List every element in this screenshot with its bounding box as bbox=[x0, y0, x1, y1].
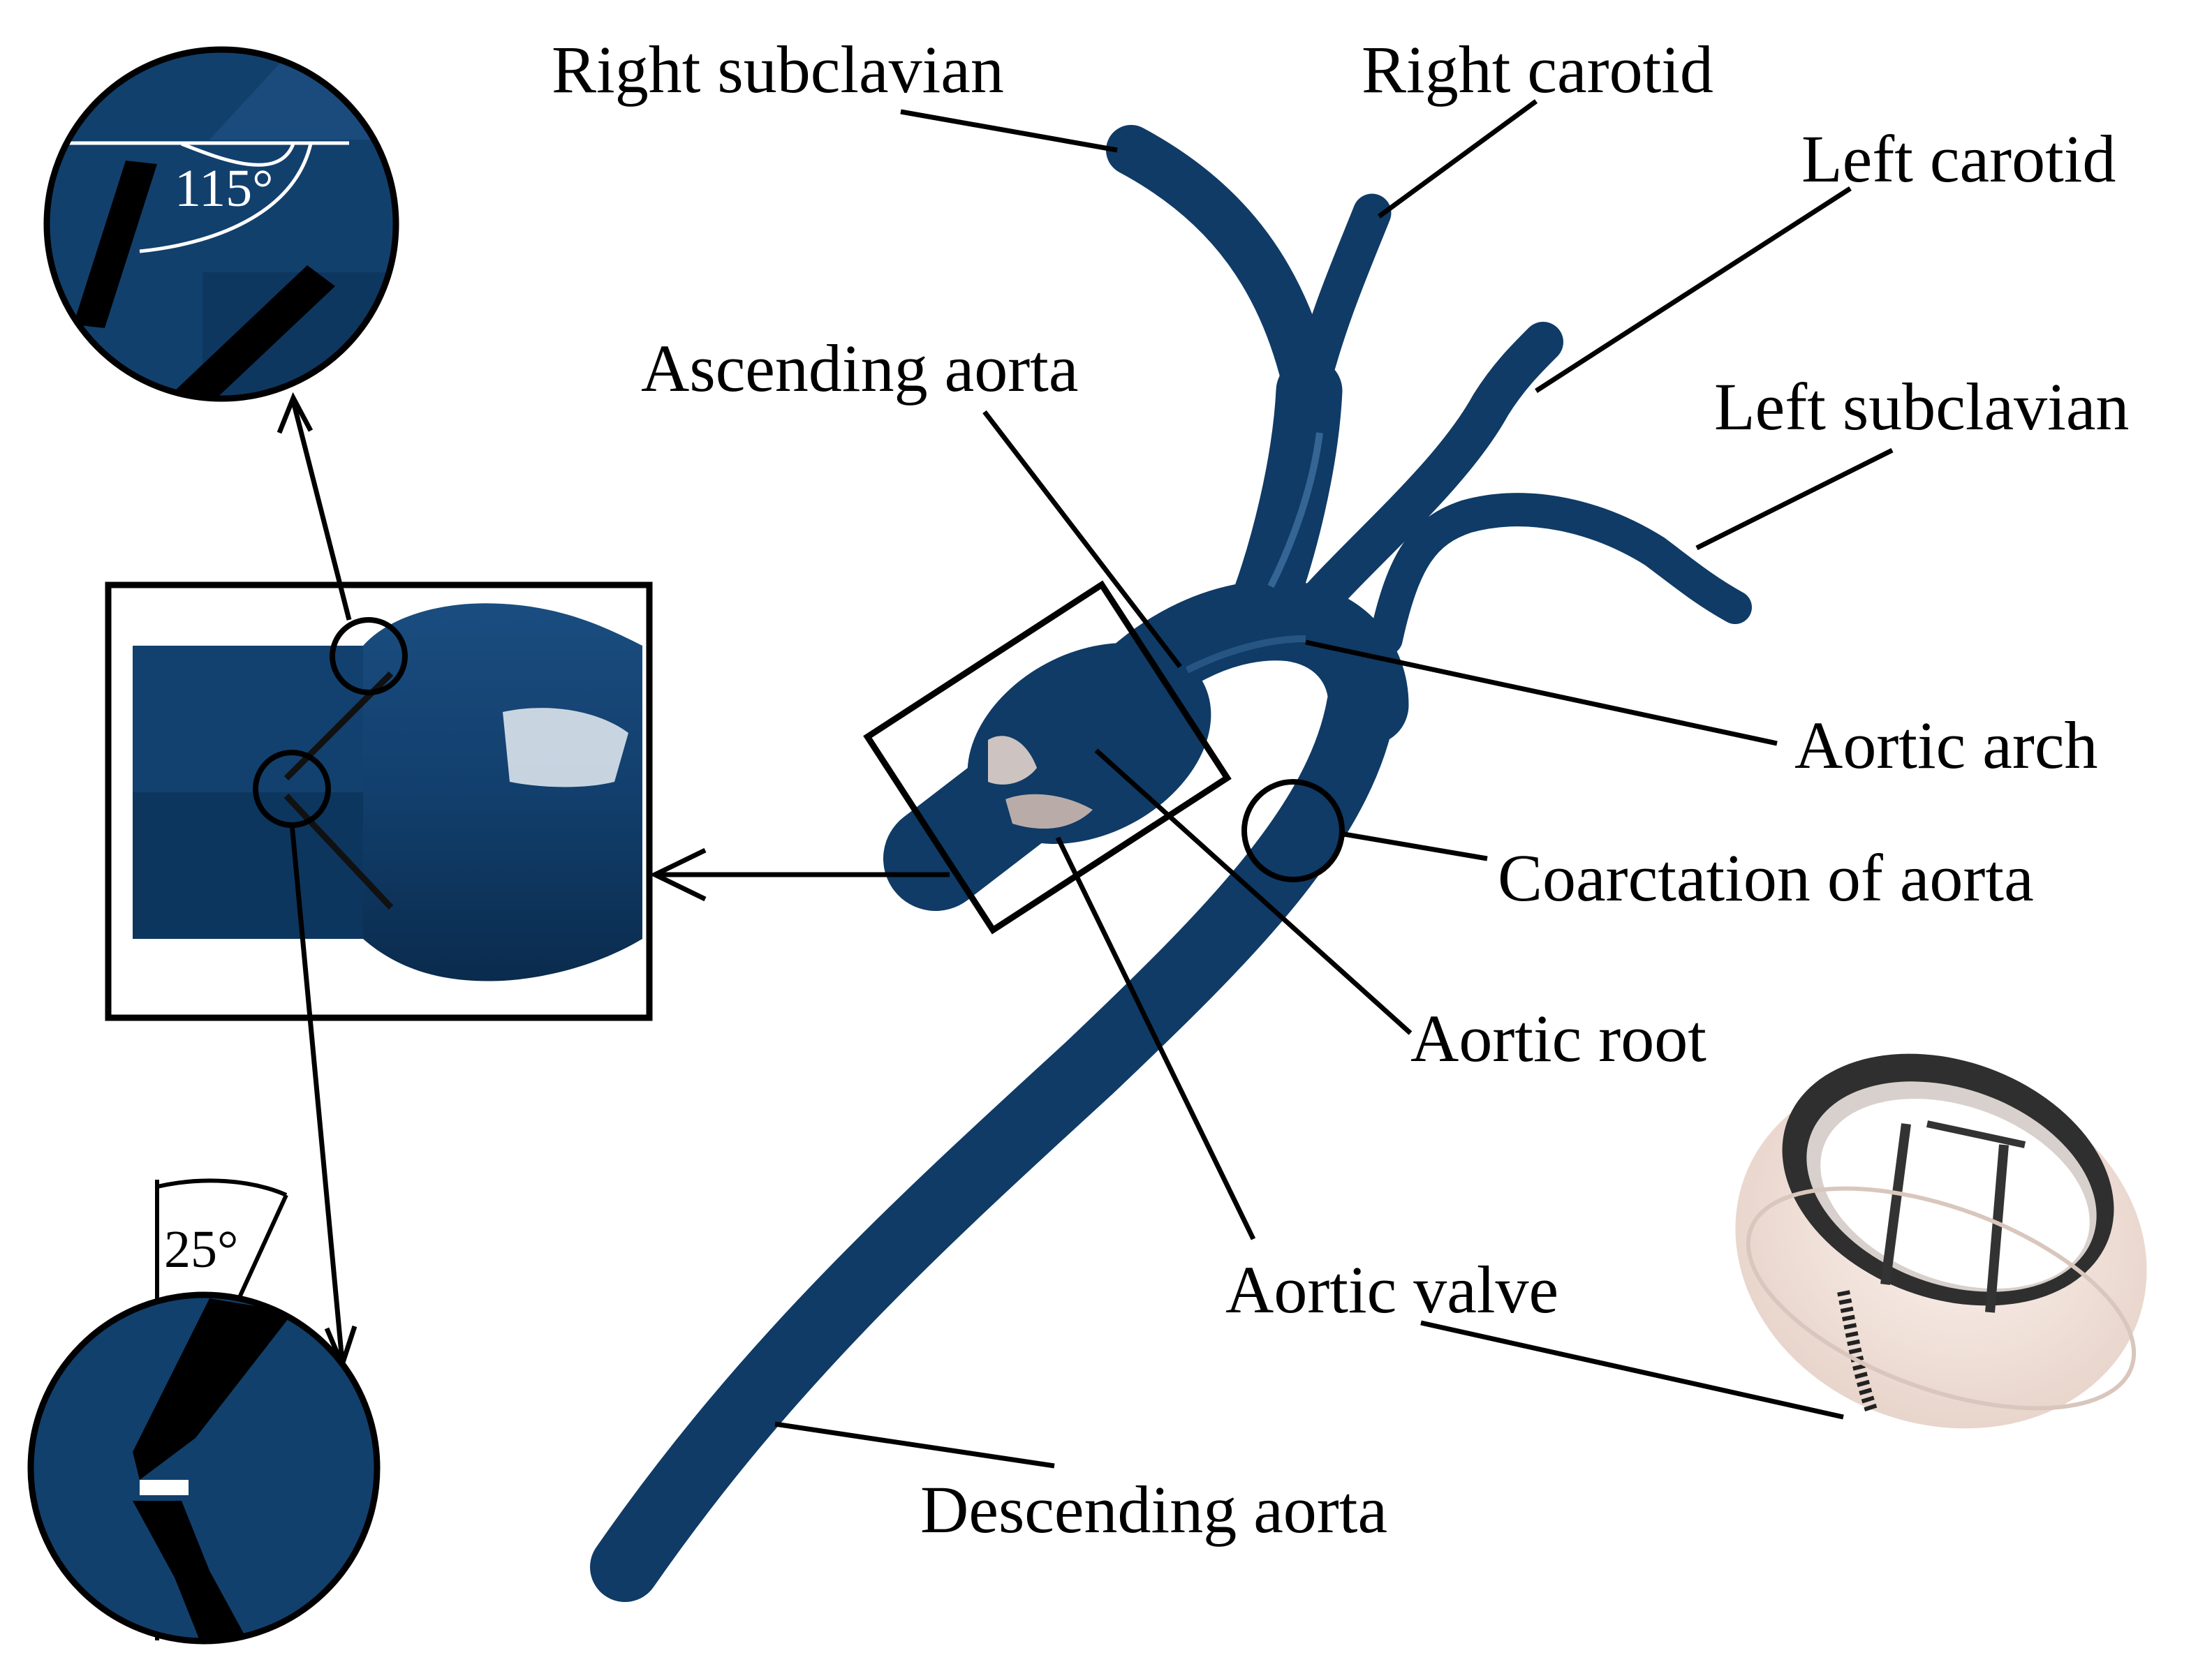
coarctation-marker bbox=[1241, 779, 1345, 882]
label-left-carotid: Left carotid bbox=[1801, 121, 2116, 196]
label-left-subclavian: Left subclavian bbox=[1714, 369, 2129, 444]
label-right-subclavian: Right subclavian bbox=[552, 32, 1004, 107]
label-ascending-aorta: Ascending aorta bbox=[641, 331, 1078, 406]
open-leaflet-zoom: 115° bbox=[43, 46, 399, 402]
label-coarctation: Coarctation of aorta bbox=[1498, 840, 2034, 915]
label-descending-aorta: Descending aorta bbox=[920, 1472, 1387, 1547]
closed-angle-label: 25° bbox=[164, 1220, 238, 1279]
label-aortic-valve: Aortic valve bbox=[1225, 1252, 1558, 1327]
root-inset bbox=[105, 392, 950, 1372]
open-angle-label: 115° bbox=[175, 159, 274, 218]
label-aortic-root: Aortic root bbox=[1410, 1001, 1706, 1076]
label-aortic-arch: Aortic arch bbox=[1794, 708, 2097, 783]
aorta-model bbox=[590, 125, 1752, 1602]
prosthetic-valve bbox=[1735, 1053, 2147, 1429]
root-inset-frame bbox=[105, 581, 653, 1021]
roi-box bbox=[863, 580, 1232, 935]
descending-aorta-vessel bbox=[590, 670, 1396, 1602]
closed-leaflet-zoom: 25° bbox=[27, 1178, 381, 1645]
label-right-carotid: Right carotid bbox=[1362, 32, 1713, 107]
model-valve-leaflet bbox=[988, 736, 1037, 785]
